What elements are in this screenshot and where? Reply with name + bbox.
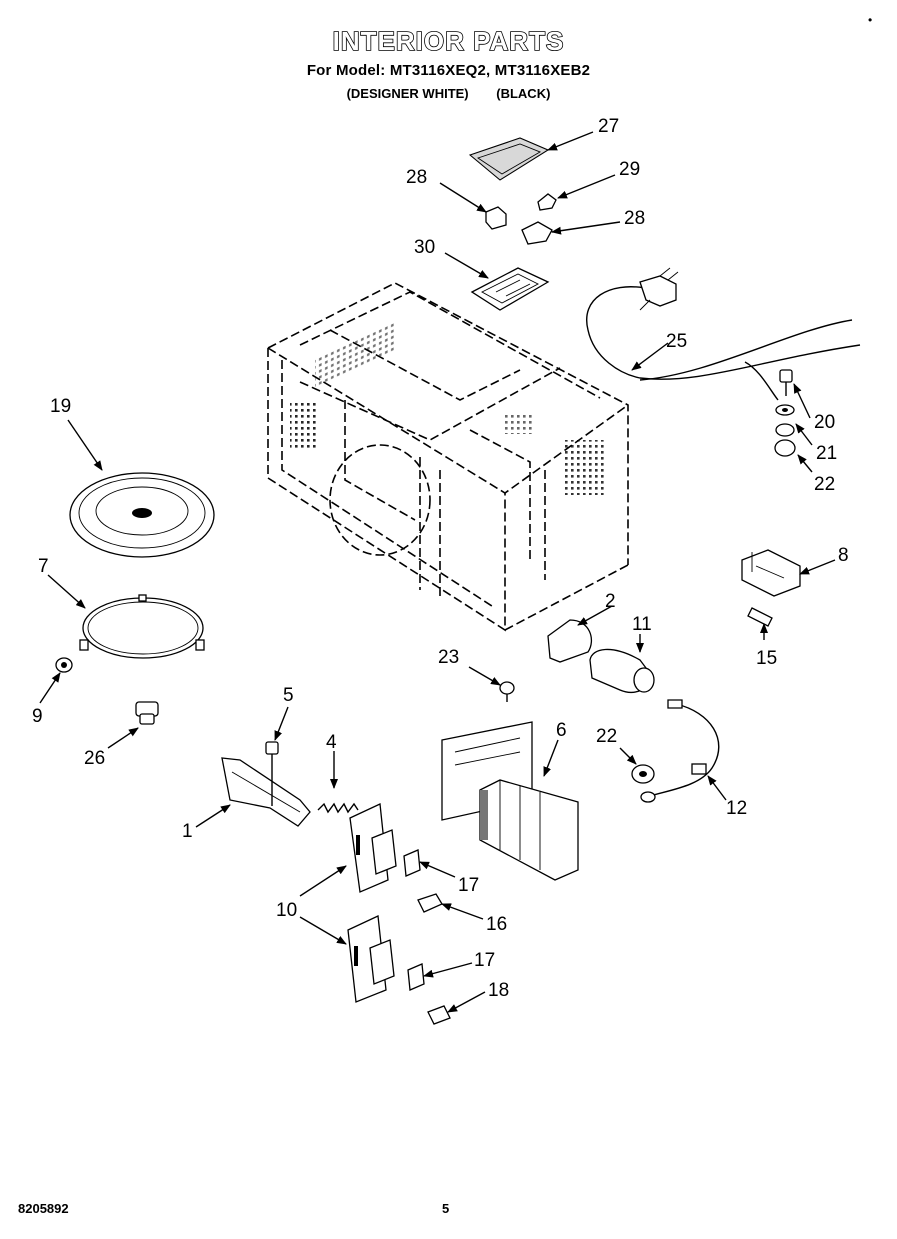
callout-21: 21 — [816, 443, 837, 464]
callout-10: 10 — [276, 900, 297, 921]
drive-coupler — [135, 701, 159, 725]
callout-29: 29 — [619, 159, 640, 180]
callout-18: 18 — [488, 980, 509, 1001]
lever-screw — [265, 741, 279, 806]
high-voltage-diode — [640, 699, 720, 803]
roller-ring — [79, 594, 205, 659]
capacitor-strap — [547, 619, 593, 663]
monitor-switch — [417, 893, 443, 913]
callout-1: 1 — [182, 821, 193, 842]
screw — [499, 681, 515, 702]
power-cord — [586, 267, 861, 401]
switch-holder-lower — [347, 915, 395, 1003]
turntable-tray — [69, 472, 215, 558]
capacitor-bracket — [741, 549, 801, 597]
leader-lines — [39, 131, 836, 1013]
callout-6: 6 — [556, 720, 567, 741]
callout-30: 30 — [414, 237, 435, 258]
callout-9: 9 — [32, 706, 43, 727]
document-number: 8205892 — [18, 1201, 69, 1216]
lock-washer — [775, 404, 795, 416]
model-line: For Model: MT3116XEQ2, MT3116XEB2 — [306, 62, 591, 79]
callout-19: 19 — [50, 396, 71, 417]
callout-20: 20 — [814, 412, 835, 433]
thermal-fuse-clip — [537, 193, 557, 211]
variant-black: (BLACK) — [496, 86, 551, 101]
callout-23: 23 — [438, 647, 459, 668]
callout-15: 15 — [756, 648, 777, 669]
control-bracket — [470, 267, 550, 311]
callout-17a: 17 — [458, 875, 479, 896]
latch-lever — [221, 757, 311, 827]
page-number: 5 — [442, 1201, 450, 1216]
callout-25: 25 — [666, 331, 687, 352]
roller-coupler — [55, 657, 73, 673]
switch-holder-upper — [349, 803, 397, 893]
latch-spring — [317, 802, 359, 814]
callout-8: 8 — [838, 545, 849, 566]
callout-22a: 22 — [814, 474, 835, 495]
page-title: INTERIOR PARTS — [332, 25, 565, 57]
callout-12: 12 — [726, 798, 747, 819]
ground-nut-lower — [631, 764, 655, 784]
callout-7: 7 — [38, 556, 49, 577]
callout-17b: 17 — [474, 950, 495, 971]
secondary-switch — [427, 1005, 451, 1025]
callout-16: 16 — [486, 914, 507, 935]
callout-5: 5 — [283, 685, 294, 706]
callout-28b: 28 — [624, 208, 645, 229]
corner-mark: • — [868, 13, 873, 27]
callout-26: 26 — [84, 748, 105, 769]
callout-28a: 28 — [406, 167, 427, 188]
lamp-socket-left — [485, 206, 507, 230]
callout-4: 4 — [326, 732, 337, 753]
interlock-switch-lower — [407, 963, 425, 991]
callout-27: 27 — [598, 116, 619, 137]
interlock-switch-upper — [403, 849, 421, 877]
callout-11: 11 — [632, 614, 652, 635]
callout-22b: 22 — [596, 726, 617, 747]
lamp-socket-right — [521, 221, 553, 245]
callout-labels: 27 28 29 28 30 25 20 21 22 19 7 8 2 11 1… — [32, 116, 849, 1001]
callout-2: 2 — [605, 591, 616, 612]
color-variants: (DESIGNER WHITE) (BLACK) — [0, 86, 897, 101]
high-voltage-capacitor — [589, 648, 655, 693]
fuse — [747, 607, 773, 627]
microwave-cavity — [267, 282, 629, 632]
ground-screw — [779, 369, 793, 396]
air-duct — [441, 721, 579, 881]
waveguide-cover — [468, 137, 550, 181]
ground-nut-upper — [774, 423, 796, 457]
variant-designer-white: (DESIGNER WHITE) — [346, 86, 469, 101]
